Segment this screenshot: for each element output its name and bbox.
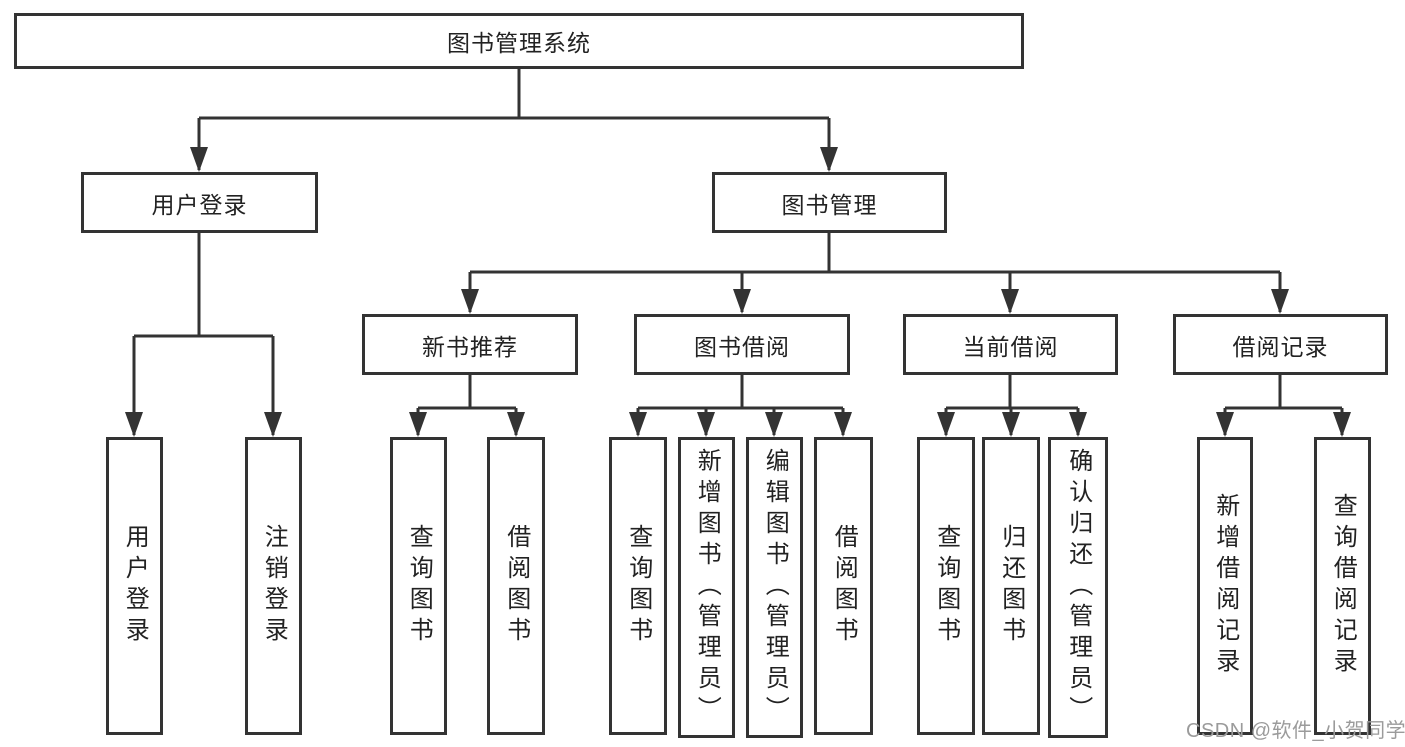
leaf-user-login: 用户登录 [106,437,163,735]
node-book-borrow: 图书借阅 [634,314,850,375]
node-borrow-records-label: 借阅记录 [1232,333,1329,360]
node-new-book-recommend-label: 新书推荐 [422,333,518,360]
arrowhead [264,412,282,437]
arrowhead [1002,412,1020,437]
arrowhead [733,289,751,314]
arrowhead [190,147,208,172]
leaf-query-books-2: 查询图书 [609,437,667,735]
connector-new-book-recommend [416,375,518,435]
leaf-borrow-books-2: 借阅图书 [814,437,873,735]
arrowhead [765,412,783,437]
node-current-borrow: 当前借阅 [903,314,1118,375]
arrowhead [937,412,955,437]
arrowhead [1333,412,1351,437]
leaf-logout: 注销登录 [245,437,302,735]
arrowhead [1216,412,1234,437]
arrowhead [507,412,525,437]
leaf-user-login-label: 用户登录 [121,524,149,648]
arrowhead [697,412,715,437]
leaf-return-book: 归还图书 [982,437,1040,735]
leaf-return-book-label: 归还图书 [997,524,1025,648]
arrowhead [461,289,479,314]
leaf-add-borrow-record-label: 新增借阅记录 [1211,493,1239,679]
leaf-query-borrow-record: 查询借阅记录 [1314,437,1371,735]
leaf-borrow-books-2-label: 借阅图书 [830,524,858,648]
connector-borrow-records [1223,375,1344,435]
leaf-edit-book-admin: 编辑图书（管理员） [746,437,803,738]
leaf-query-borrow-record-label: 查询借阅记录 [1329,493,1357,679]
leaf-query-books-1: 查询图书 [390,437,447,735]
connector-root [197,69,831,170]
node-user-login: 用户登录 [81,172,318,233]
connector-book-management [468,233,1282,312]
node-borrow-records: 借阅记录 [1173,314,1388,375]
node-root: 图书管理系统 [14,13,1024,69]
node-book-management: 图书管理 [712,172,947,233]
csdn-watermark: CSDN @软件_小贺同学 [1186,720,1405,742]
arrowhead [834,412,852,437]
node-root-label: 图书管理系统 [447,30,591,56]
node-user-login-label: 用户登录 [151,191,248,218]
node-new-book-recommend: 新书推荐 [362,314,578,375]
leaf-query-books-3-label: 查询图书 [932,524,960,648]
leaf-query-books-2-label: 查询图书 [624,524,652,648]
arrowhead [125,412,143,437]
leaf-query-books-1-label: 查询图书 [405,524,433,648]
leaf-confirm-return-admin-label: 确认归还（管理员） [1064,448,1092,727]
leaf-borrow-books-1: 借阅图书 [487,437,545,735]
arrowhead [1069,412,1087,437]
leaf-logout-label: 注销登录 [260,524,288,648]
leaf-confirm-return-admin: 确认归还（管理员） [1048,437,1108,738]
leaf-add-book-admin: 新增图书（管理员） [678,437,735,738]
leaf-query-books-3: 查询图书 [917,437,975,735]
connector-book-borrow [636,375,845,435]
arrowhead [629,412,647,437]
leaf-add-book-admin-label: 新增图书（管理员） [693,448,721,727]
arrowhead [1271,289,1289,314]
leaf-add-borrow-record: 新增借阅记录 [1197,437,1253,735]
leaf-borrow-books-1-label: 借阅图书 [502,524,530,648]
leaf-edit-book-admin-label: 编辑图书（管理员） [761,448,789,727]
node-book-management-label: 图书管理 [781,191,878,218]
node-book-borrow-label: 图书借阅 [694,333,790,360]
arrowhead [409,412,427,437]
arrowhead [1001,289,1019,314]
connector-user-login [132,233,275,435]
arrowhead [820,147,838,172]
node-current-borrow-label: 当前借阅 [962,333,1059,360]
